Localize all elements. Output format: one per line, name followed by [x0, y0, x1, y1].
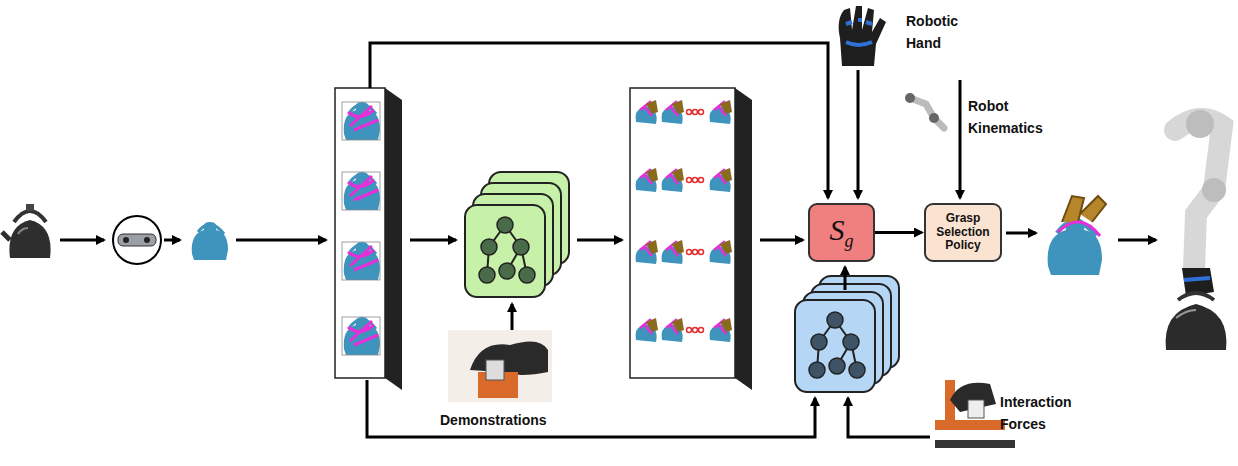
- force-models: [795, 276, 899, 392]
- node-text: Grasp Selection Policy: [930, 212, 996, 253]
- grasp-samples-panel: [335, 88, 402, 390]
- scoring-box: Sg: [808, 203, 875, 262]
- image-label: Robotic Hand: [906, 11, 986, 54]
- hand-grasp-panel: [630, 88, 752, 390]
- robotic-hand-image: [839, 6, 886, 66]
- demonstration-photo: [448, 330, 552, 402]
- image-label: Robot Kinematics: [968, 96, 1058, 139]
- process-box: Grasp Selection Policy: [924, 203, 1002, 262]
- selected-grasp-image: [1048, 196, 1106, 275]
- depth-camera: [113, 216, 161, 264]
- demonstration-models: [465, 172, 569, 297]
- robot-executing-grasp: [1166, 110, 1227, 350]
- node-text: Sg: [830, 213, 854, 252]
- flow-arrow: [875, 231, 922, 234]
- kettle-photo: [2, 204, 51, 258]
- image-label: Demonstrations: [440, 410, 570, 432]
- robot-arm-image: [905, 93, 944, 128]
- interaction-photo: [935, 380, 1015, 448]
- image-label: Interaction Forces: [1000, 392, 1100, 435]
- point-cloud: [192, 222, 228, 260]
